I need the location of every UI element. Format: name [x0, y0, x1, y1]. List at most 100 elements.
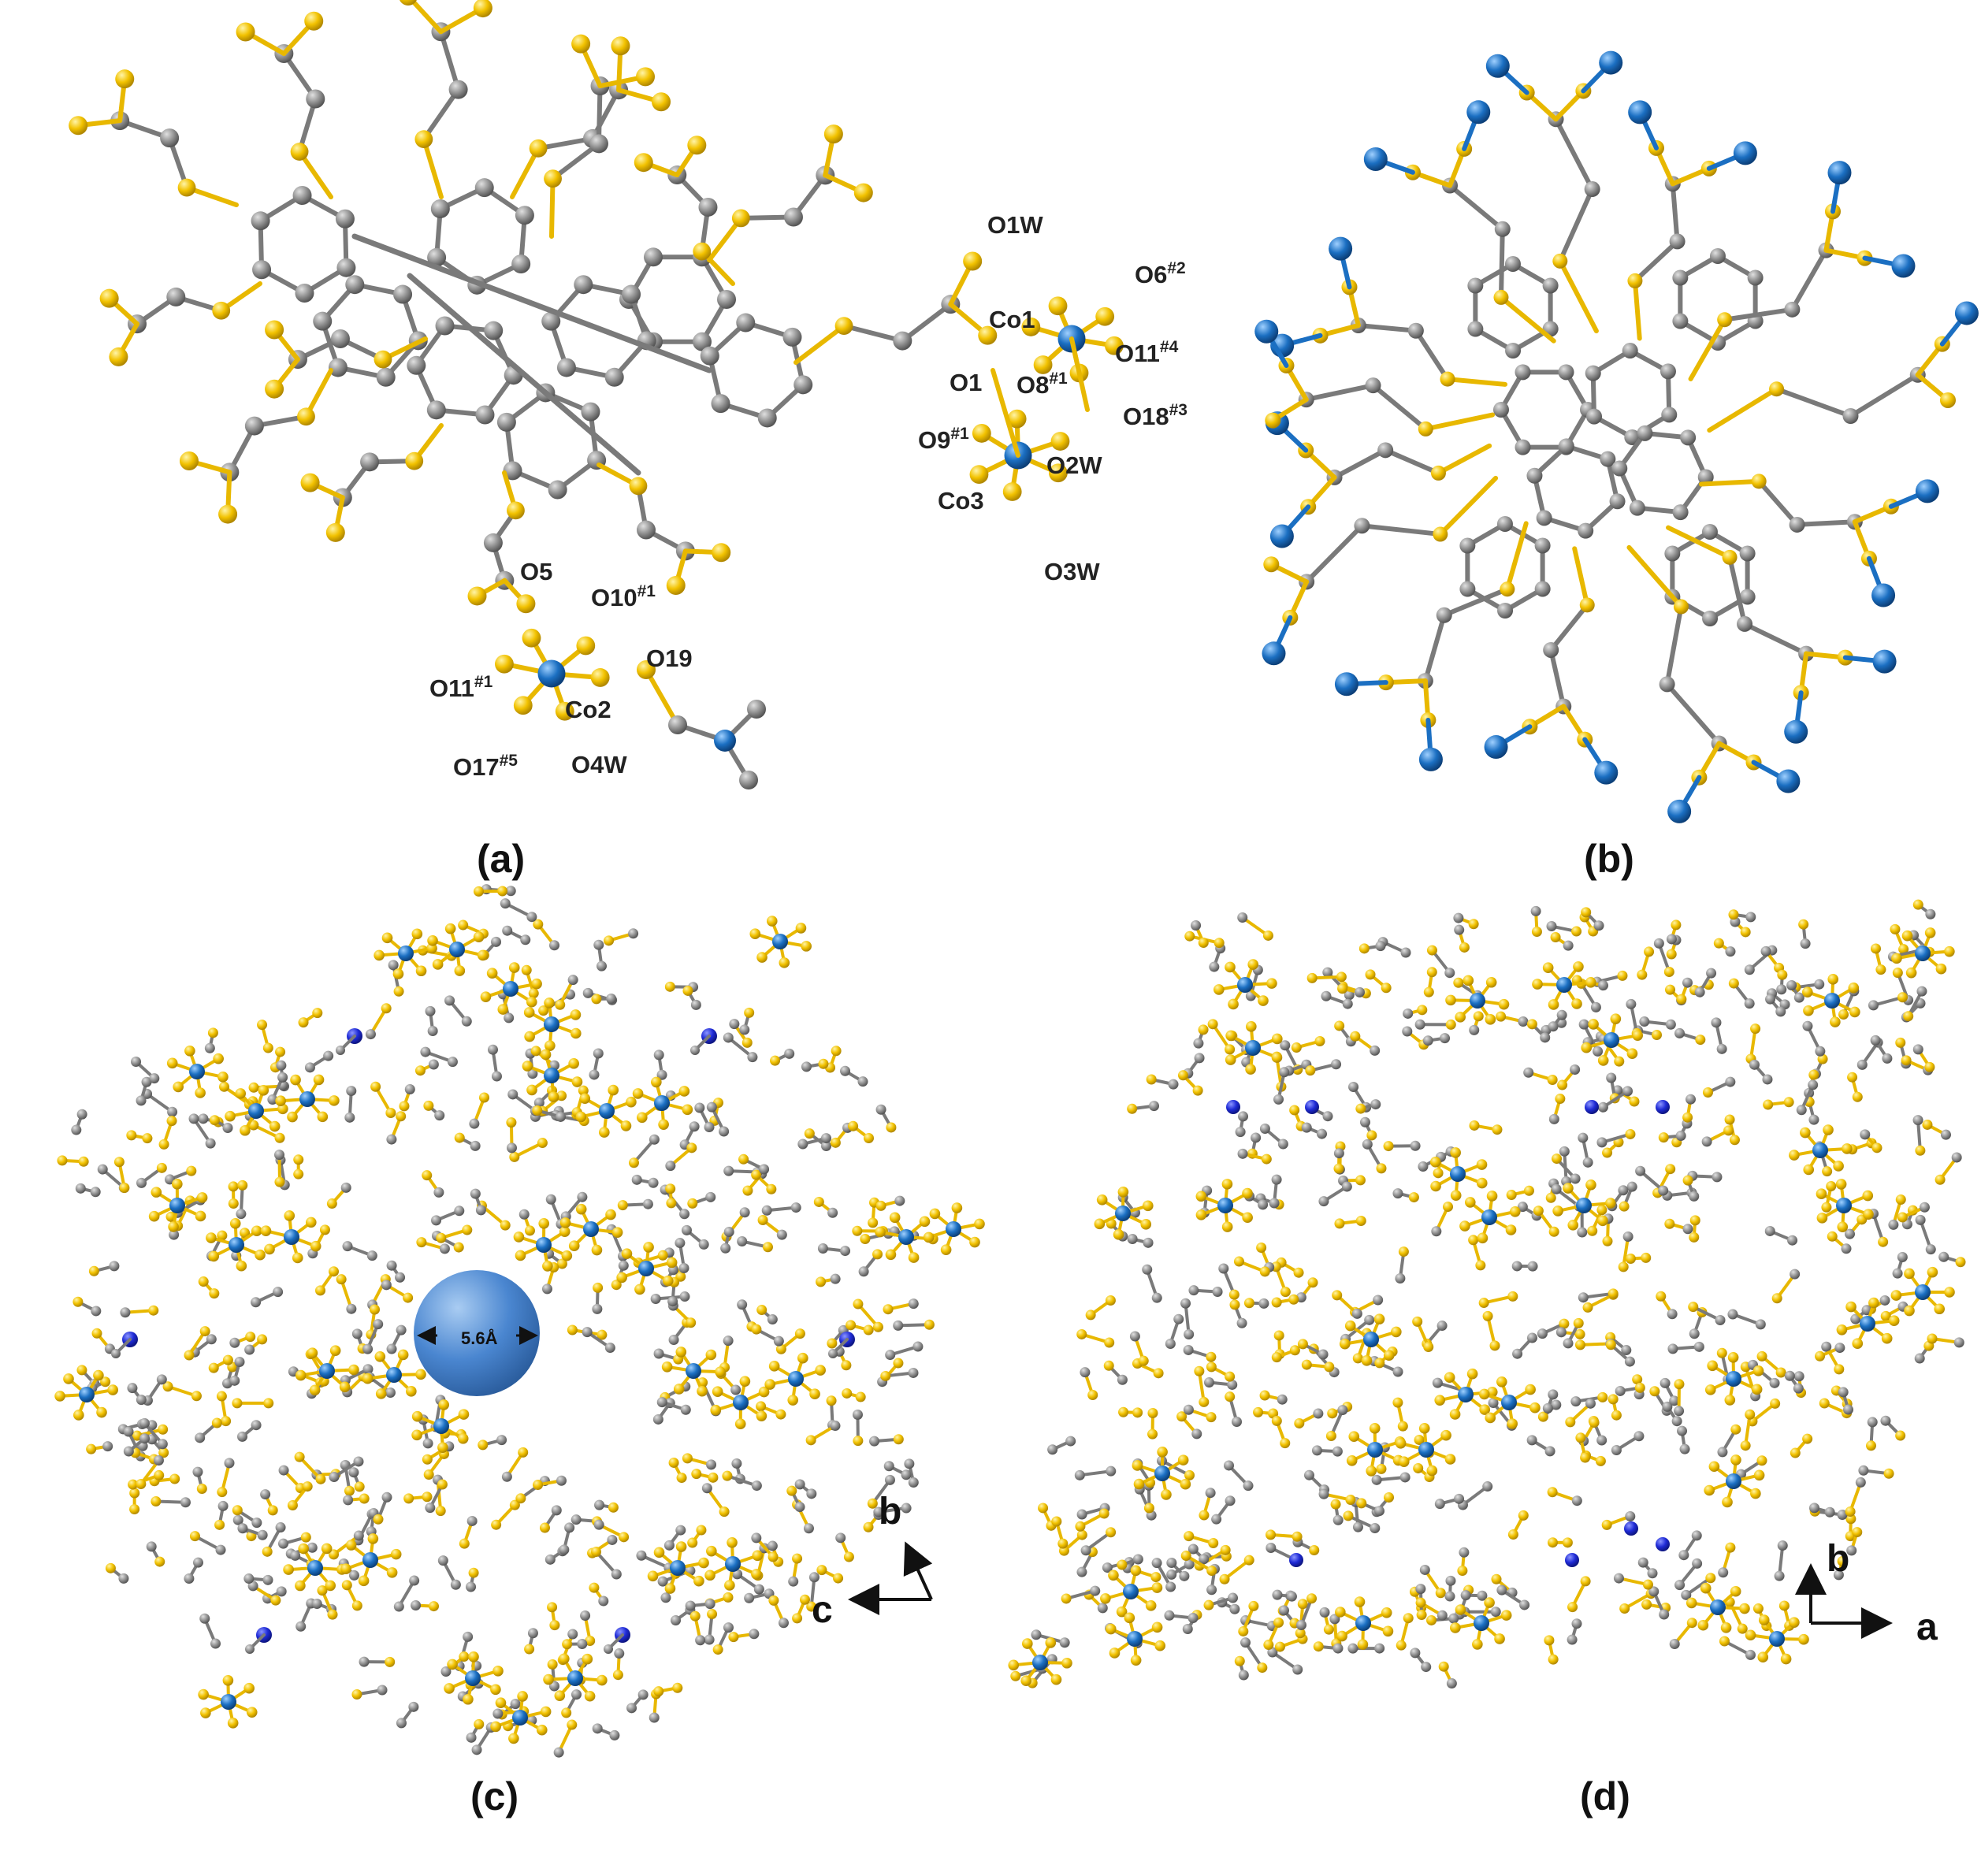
- atom-c: [1697, 469, 1714, 485]
- atom-o: [191, 1391, 202, 1402]
- atom-c: [801, 1061, 812, 1072]
- atom-c: [295, 1621, 307, 1632]
- atom-c: [1488, 1398, 1499, 1409]
- atom-o: [358, 1575, 370, 1587]
- atom-o: [697, 1385, 708, 1397]
- atom-o: [1895, 1037, 1906, 1048]
- atom-c: [245, 1644, 255, 1654]
- atom-o: [1898, 944, 1909, 955]
- atom-o: [1505, 1224, 1517, 1235]
- atom-c: [199, 1613, 210, 1624]
- atom-c: [1802, 1020, 1813, 1031]
- atom-co: [1872, 649, 1897, 674]
- atom-o: [319, 1224, 330, 1235]
- atom-o: [1835, 1179, 1847, 1190]
- atom-c: [1626, 998, 1637, 1009]
- atom-c: [1184, 1329, 1195, 1340]
- atom-o: [91, 1328, 102, 1339]
- atom-o: [675, 1541, 687, 1552]
- atom-c: [1129, 1331, 1140, 1342]
- atom-o: [295, 1580, 306, 1592]
- atom-o: [1901, 930, 1913, 942]
- atom-c: [188, 1113, 199, 1124]
- atom-o: [1045, 1637, 1057, 1648]
- bond: [1632, 278, 1642, 341]
- atom-c: [1191, 920, 1202, 931]
- atom-c: [267, 1094, 278, 1105]
- atom-o: [1704, 1484, 1715, 1496]
- atom-co: [1450, 1166, 1466, 1182]
- atom-o: [1376, 1463, 1387, 1474]
- bond: [1370, 383, 1429, 432]
- atom-o: [561, 1707, 572, 1718]
- label-o11-4: O11#4: [1115, 338, 1179, 367]
- atom-o: [575, 1203, 587, 1215]
- atom-c: [393, 1601, 404, 1612]
- atom-o: [1127, 1103, 1138, 1114]
- atom-o: [1076, 1328, 1087, 1339]
- atom-o: [129, 1503, 140, 1514]
- atom-o: [312, 1008, 323, 1019]
- atom-o: [1852, 1527, 1863, 1538]
- atom-o: [142, 1133, 153, 1144]
- atom-o: [1297, 1599, 1308, 1610]
- atom-c: [111, 1349, 121, 1358]
- atom-o: [1464, 1197, 1476, 1208]
- atom-c: [330, 329, 350, 348]
- atom-o: [1798, 919, 1809, 930]
- atom-co: [319, 1363, 335, 1379]
- atom-c: [1047, 1444, 1058, 1455]
- bond: [1553, 117, 1595, 192]
- atom-o: [1924, 1061, 1935, 1072]
- atom-o: [416, 1237, 427, 1248]
- atom-o: [678, 1086, 690, 1097]
- atom-o: [1291, 1042, 1302, 1053]
- atom-o: [1094, 1218, 1106, 1230]
- atom-c: [1551, 1183, 1562, 1194]
- atom-c: [1625, 1510, 1636, 1521]
- atom-co: [1418, 1442, 1434, 1458]
- atom-o: [128, 1479, 139, 1490]
- atom-c: [1824, 1506, 1835, 1518]
- atom-o: [576, 636, 596, 656]
- atom-o: [1345, 1495, 1356, 1506]
- atom-o: [710, 1404, 722, 1416]
- bond: [1445, 377, 1508, 387]
- atom-o: [300, 473, 320, 492]
- atom-o: [126, 1130, 137, 1141]
- atom-o: [617, 1200, 628, 1211]
- atom-o: [1450, 1190, 1462, 1201]
- atom-c: [1102, 1562, 1113, 1573]
- atom-o: [221, 1416, 232, 1427]
- atom-c: [840, 1065, 851, 1076]
- atom-o: [522, 1061, 533, 1072]
- atom-c: [1660, 363, 1676, 380]
- atom-o: [217, 1487, 228, 1498]
- atom-c: [541, 1283, 552, 1295]
- atom-co: [1237, 977, 1253, 993]
- atom-c: [773, 1335, 784, 1347]
- atom-o: [1627, 273, 1643, 288]
- atom-o: [1398, 1456, 1410, 1467]
- caption-d: (d): [1580, 1774, 1630, 1818]
- atom-o: [1271, 1033, 1283, 1045]
- atom-o: [715, 1366, 726, 1377]
- atom-c: [1165, 1339, 1176, 1350]
- atom-o: [863, 1324, 874, 1335]
- atom-o: [1076, 1529, 1087, 1540]
- atom-o: [1274, 1641, 1285, 1652]
- atom-c: [447, 1057, 458, 1068]
- atom-c: [411, 1599, 422, 1610]
- atom-c: [1515, 439, 1531, 455]
- atom-n: [1565, 1553, 1579, 1567]
- atom-o: [727, 1537, 738, 1548]
- atom-o: [1816, 1213, 1828, 1224]
- atom-o: [712, 543, 731, 563]
- atom-o: [1682, 1112, 1693, 1123]
- atom-c: [739, 1024, 750, 1035]
- atom-c: [1786, 979, 1797, 990]
- atom-c: [1760, 945, 1771, 957]
- bond: [1919, 1218, 1933, 1251]
- atom-o: [263, 1398, 274, 1409]
- atom-o: [336, 1274, 347, 1285]
